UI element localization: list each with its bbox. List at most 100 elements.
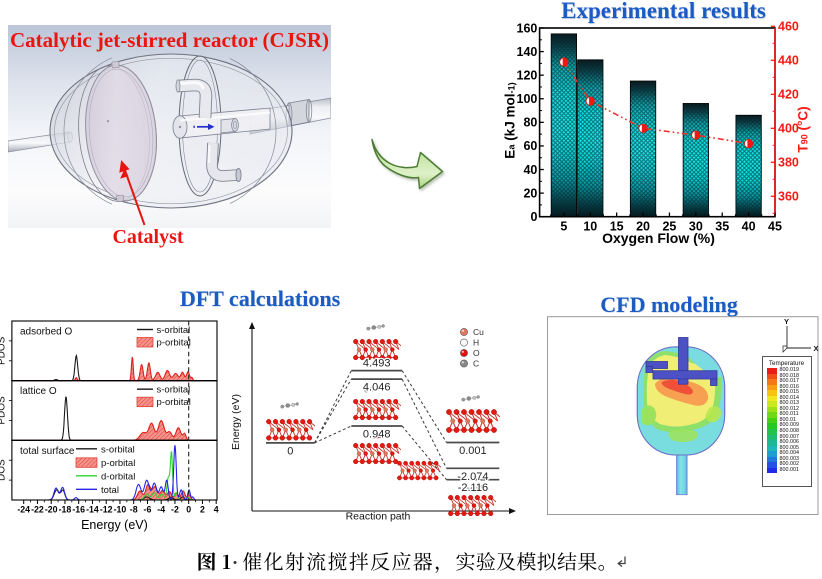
caption-glyph (392, 552, 411, 571)
cfd-axis-triad (782, 326, 811, 353)
dos-x-tick-label: -24 (17, 505, 30, 515)
left-y-axis-title: Ea (kJ mol-1) (502, 82, 518, 159)
caption-glyph (264, 552, 283, 571)
molecule-structure (353, 442, 401, 465)
caption-glyph (223, 554, 231, 570)
cfd-legend-row: 800.002 (766, 462, 799, 468)
catalyst-pointer-arrow (119, 160, 146, 226)
level-connector (314, 425, 352, 444)
caption-glyph (598, 565, 605, 571)
left-y-tick-label: 60 (523, 139, 537, 153)
dos-curve-p-orbital (10, 420, 217, 441)
dos-x-tick-label: -22 (31, 505, 44, 515)
left-y-tick-label: 40 (523, 163, 537, 177)
svg-text:p-orbital: p-orbital (157, 397, 191, 408)
level-connector (401, 425, 447, 481)
x-tick-label: 15 (610, 220, 624, 234)
reactor-panel: Catalytic jet-stirred reactor (CJSR) Cat… (8, 25, 331, 255)
x-tick-label: 35 (715, 220, 729, 234)
cfd-legend-row: 800.014 (766, 395, 799, 402)
svg-text:Energy (eV): Energy (eV) (232, 394, 242, 450)
dos-x-tick-label: 2 (200, 505, 205, 515)
svg-text:p-orbital: p-orbital (157, 338, 191, 349)
figure-caption: 图 1·催化射流搅拌反应器，实验及模拟结果。↵ (186, 544, 646, 576)
molecule-structure (397, 460, 441, 481)
atom-legend-label: H (473, 338, 479, 348)
level-connector (314, 370, 352, 444)
cfd-legend-row: 800.017 (766, 379, 799, 385)
molecule-structure (448, 494, 496, 517)
right-y-tick-label: 360 (778, 190, 799, 204)
dos-x-tick-label: -18 (59, 505, 72, 515)
caption-glyph (198, 552, 216, 571)
caption-glyph (435, 566, 439, 573)
right-y-tick-label: 380 (778, 156, 799, 170)
reactor-top-elbow (175, 78, 213, 119)
catalyst-disc (78, 61, 157, 202)
energy-level-label: 4.046 (363, 382, 391, 394)
energy-diagram: Energy (eV)Reaction path04.4934.0460.948… (232, 322, 516, 523)
flow-direction-arrow (193, 123, 215, 130)
dos-x-tick-label: -12 (100, 505, 113, 515)
dos-x-tick-label: -8 (130, 505, 138, 515)
energy-level-label: -2.074 (457, 471, 488, 483)
gas-molecule (366, 324, 386, 331)
cfd-axis-x-label: X (813, 344, 819, 353)
left-y-tick-label: 20 (523, 186, 537, 200)
energy-level-label: 4.493 (363, 358, 391, 370)
experimental-results-title: Experimental results (561, 0, 766, 23)
dos-panel-label: total surface (20, 446, 75, 457)
reactor-bottom-elbow (206, 142, 242, 182)
cfd-legend-row: 800.012 (766, 406, 799, 413)
left-y-tick-label: 80 (523, 116, 537, 130)
reactor-nozzle (220, 118, 239, 134)
level-connector (401, 378, 447, 469)
dos-curve-p-orbital (10, 356, 217, 382)
x-tick-label: 10 (583, 220, 597, 234)
molecule-structure (266, 418, 315, 441)
caption-glyph (370, 552, 390, 571)
svg-text:s-orbital: s-orbital (157, 325, 191, 336)
dos-x-tick-label: -16 (72, 505, 85, 515)
green-curved-arrow (371, 138, 444, 190)
svg-text:s-orbital: s-orbital (157, 385, 191, 396)
figure-caption-art (198, 552, 626, 573)
svg-text:PDOS: PDOS (0, 336, 8, 365)
caption-glyph (516, 552, 537, 571)
energy-level-label: 0 (287, 445, 293, 457)
x-tick-label: 40 (742, 220, 756, 234)
caption-glyph (242, 552, 262, 571)
cfd-panel-title: CFD modeling (600, 292, 738, 317)
caption-glyph (456, 552, 475, 571)
caption-glyph (328, 552, 347, 571)
svg-text:PDOS: PDOS (0, 396, 8, 425)
t90-line (563, 61, 749, 145)
return-mark (617, 559, 623, 568)
cfd-legend-title: Temperature (768, 359, 805, 367)
svg-text:s-orbital: s-orbital (101, 444, 135, 455)
catalyst-label: Catalyst (112, 226, 184, 248)
energy-level-label: -2.116 (458, 482, 488, 494)
dos-x-tick-label: 0 (186, 505, 191, 515)
dos-x-tick-label: -6 (144, 505, 152, 515)
x-axis-title: Oxygen Flow (%) (602, 230, 715, 246)
dos-panel-label: lattice O (20, 386, 57, 397)
left-y-tick-label: 120 (517, 68, 538, 82)
dos-x-tick-label: -4 (157, 505, 165, 515)
cfd-stirrer (645, 337, 718, 386)
cfd-panel: CFD modeling (547, 292, 822, 518)
return-mark (619, 556, 626, 565)
cfd-legend-row: 800.009 (766, 423, 799, 430)
caption-glyph (557, 552, 577, 571)
atom-legend-label: O (473, 348, 480, 358)
transition-arrow-wrap (360, 130, 455, 195)
dos-x-tick-label: -2 (171, 505, 179, 515)
cfd-axis-y-label: Y (784, 316, 790, 326)
energy-level-label: 0.001 (459, 445, 487, 457)
atom-legend-label: Cu (473, 327, 484, 337)
